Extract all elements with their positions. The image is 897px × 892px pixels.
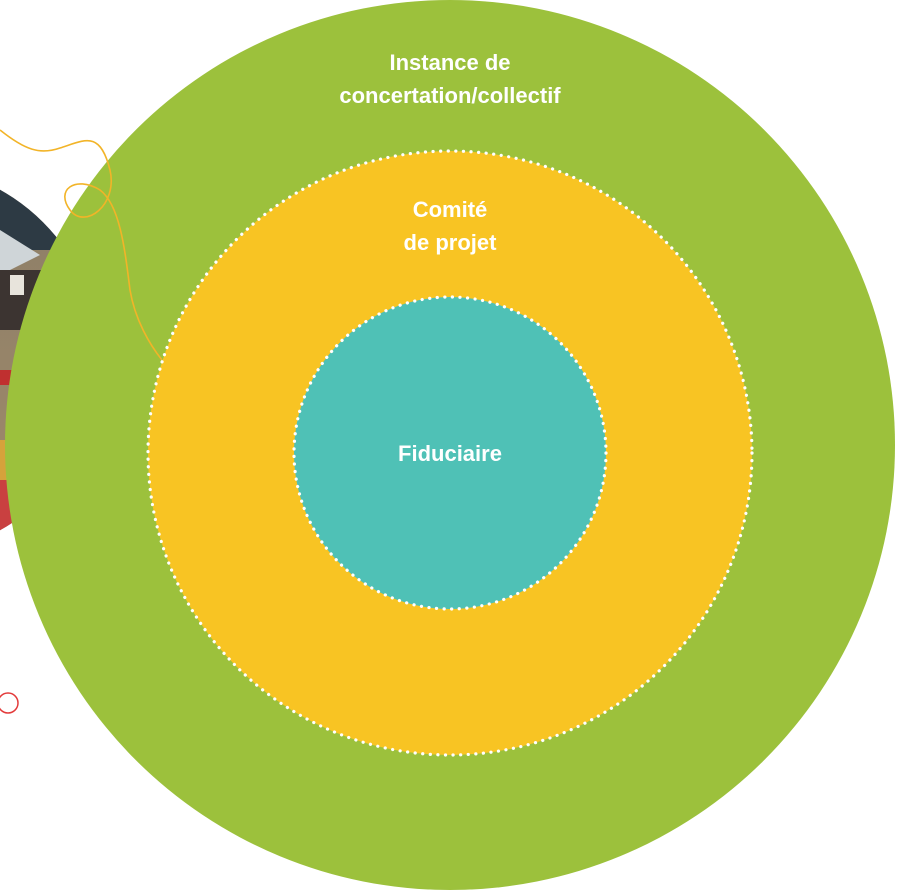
small-red-ring	[0, 692, 19, 714]
outer-label-line1: Instance de	[389, 50, 510, 75]
inner-label: Fiduciaire	[398, 441, 502, 466]
orange-squiggle-line	[0, 129, 163, 361]
middle-label-line1: Comité	[413, 197, 488, 222]
inner-circle	[292, 295, 608, 611]
outer-label-line2: concertation/collectif	[339, 83, 561, 108]
middle-label-line2: de projet	[404, 230, 498, 255]
